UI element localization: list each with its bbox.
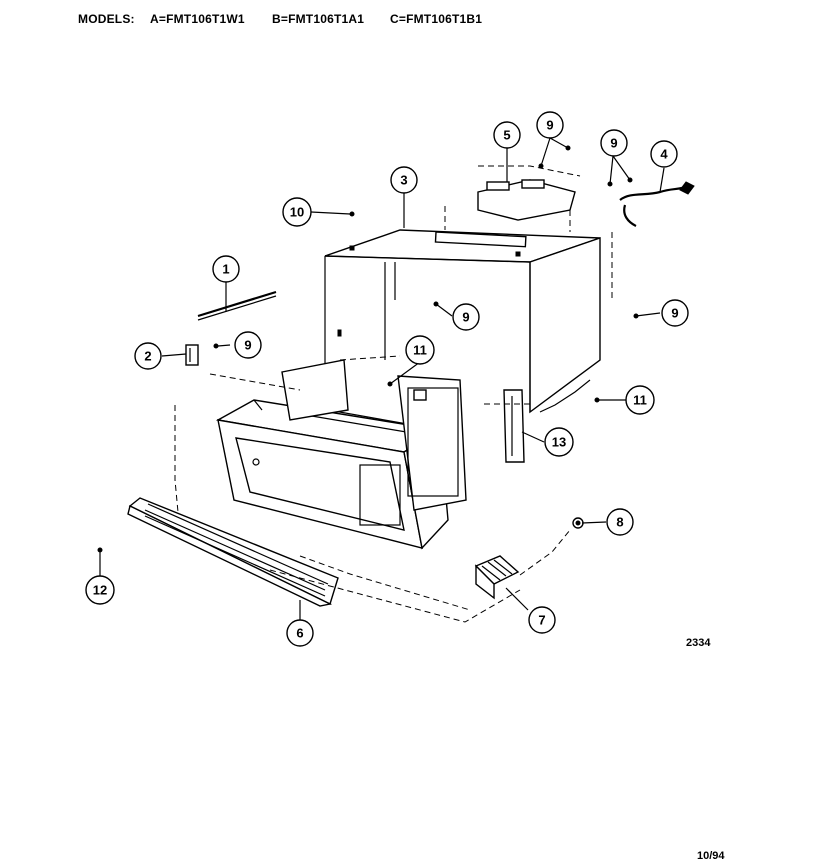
callout-6: 6 <box>286 619 314 647</box>
svg-text:4: 4 <box>660 147 668 162</box>
leader-lines <box>99 137 665 620</box>
callout-9-cord: 9 <box>600 129 628 157</box>
model-a: A=FMT106T1W1 <box>150 12 245 26</box>
callout-11-side: 11 <box>625 385 655 415</box>
svg-text:7: 7 <box>538 613 545 628</box>
svg-text:12: 12 <box>93 583 107 598</box>
callout-9-top: 9 <box>536 111 564 139</box>
model-b: B=FMT106T1A1 <box>272 12 365 26</box>
knob <box>572 517 584 529</box>
callout-3: 3 <box>390 166 418 194</box>
power-cord <box>611 181 695 300</box>
callout-9-cabinet: 9 <box>452 303 480 331</box>
callout-9-hinge: 9 <box>234 331 262 359</box>
vent-strip <box>197 290 277 321</box>
callout-1: 1 <box>212 255 240 283</box>
callout-13: 13 <box>544 427 574 457</box>
assembly-lines <box>174 355 571 623</box>
svg-text:11: 11 <box>413 343 427 358</box>
callout-2: 2 <box>134 342 162 370</box>
control-module <box>474 555 520 600</box>
hinge-bracket <box>185 344 199 366</box>
svg-text:5: 5 <box>503 128 510 143</box>
callout-11-cavity: 11 <box>405 335 435 365</box>
svg-text:1: 1 <box>222 262 229 277</box>
svg-text:2: 2 <box>144 349 151 364</box>
svg-text:13: 13 <box>552 435 566 450</box>
models-label: MODELS: <box>78 12 135 26</box>
callout-12: 12 <box>85 575 115 605</box>
figure-number: 2334 <box>686 637 711 649</box>
svg-text:6: 6 <box>296 626 303 641</box>
svg-text:9: 9 <box>244 338 251 353</box>
callout-5: 5 <box>493 121 521 149</box>
svg-text:3: 3 <box>400 173 407 188</box>
cabinet-wrapper <box>324 229 601 414</box>
svg-text:8: 8 <box>616 515 623 530</box>
callout-8: 8 <box>606 508 634 536</box>
svg-text:9: 9 <box>671 306 678 321</box>
callout-7: 7 <box>528 606 556 634</box>
model-c: C=FMT106T1B1 <box>390 12 483 26</box>
svg-text:11: 11 <box>633 393 647 408</box>
date-code: 10/94 <box>697 850 725 862</box>
svg-text:10: 10 <box>290 205 304 220</box>
svg-text:9: 9 <box>546 118 553 133</box>
top-bracket <box>444 165 581 232</box>
side-panels <box>281 359 525 511</box>
svg-text:9: 9 <box>610 136 617 151</box>
callout-10: 10 <box>282 197 312 227</box>
svg-text:9: 9 <box>462 310 469 325</box>
callout-4: 4 <box>650 140 678 168</box>
callout-9-side: 9 <box>661 299 689 327</box>
